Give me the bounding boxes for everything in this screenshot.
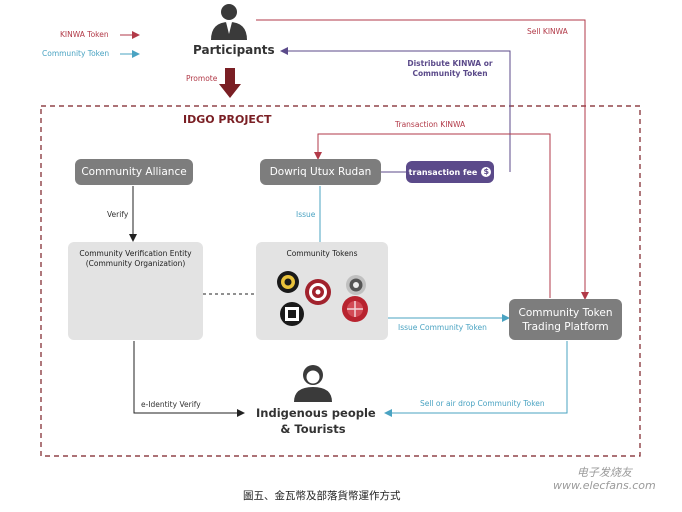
watermark: 电子发烧友 www.elecfans.com (553, 466, 656, 492)
participants-person-icon (211, 4, 247, 40)
project-border (40, 105, 641, 457)
token-coin-icon (342, 296, 368, 322)
e-identity-line (133, 341, 245, 417)
participants-label: Participants (193, 43, 275, 57)
promote-arrow (219, 68, 241, 98)
dollar-icon: $ (481, 167, 492, 177)
trading-platform-box: Community Token Trading Platform (509, 299, 622, 340)
transaction-fee-label: transaction fee (408, 167, 478, 177)
verification-entity-label: Community Verification Entity (Community… (79, 249, 192, 268)
dowriq-box: Dowriq Utux Rudan (260, 159, 381, 185)
community-alliance-box: Community Alliance (75, 159, 193, 185)
community-tokens-panel: Community Tokens (256, 242, 388, 340)
sell-kinwa-line (256, 19, 589, 300)
token-coins (277, 271, 368, 326)
token-coin-icon (305, 279, 331, 305)
project-title: IDGO PROJECT (183, 113, 272, 126)
transaction-fee-box: transaction fee $ (406, 161, 494, 183)
indigenous-label: Indigenous people & Tourists (256, 406, 376, 436)
transaction-kinwa-line (314, 133, 551, 298)
legend-kinwa-label: KINWA Token (60, 30, 109, 39)
promote-label: Promote (186, 74, 218, 83)
verification-entity-panel: Community Verification Entity (Community… (68, 242, 203, 340)
distribute-line (280, 47, 511, 172)
sell-airdrop-label: Sell or air drop Community Token (420, 399, 545, 408)
token-coin-icon (280, 302, 304, 326)
issue-label: Issue (296, 210, 316, 219)
token-coin-icon (346, 275, 366, 295)
token-coin-icon (277, 271, 299, 293)
sell-airdrop-line (384, 341, 568, 417)
legend-community-label: Community Token (42, 49, 110, 58)
community-tokens-label: Community Tokens (286, 249, 358, 258)
transaction-kinwa-label: Transaction KINWA (395, 120, 466, 129)
e-identity-label: e-Identity Verify (141, 400, 201, 409)
indigenous-person-icon (294, 365, 332, 402)
figure-caption: 圖五、金瓦幣及部落貨幣運作方式 (243, 490, 401, 502)
issue-community-token-label: Issue Community Token (398, 323, 487, 332)
distribute-label: Distribute KINWA or Community Token (407, 59, 493, 78)
verify-label: Verify (107, 210, 129, 219)
sell-kinwa-label: Sell KINWA (527, 27, 568, 36)
